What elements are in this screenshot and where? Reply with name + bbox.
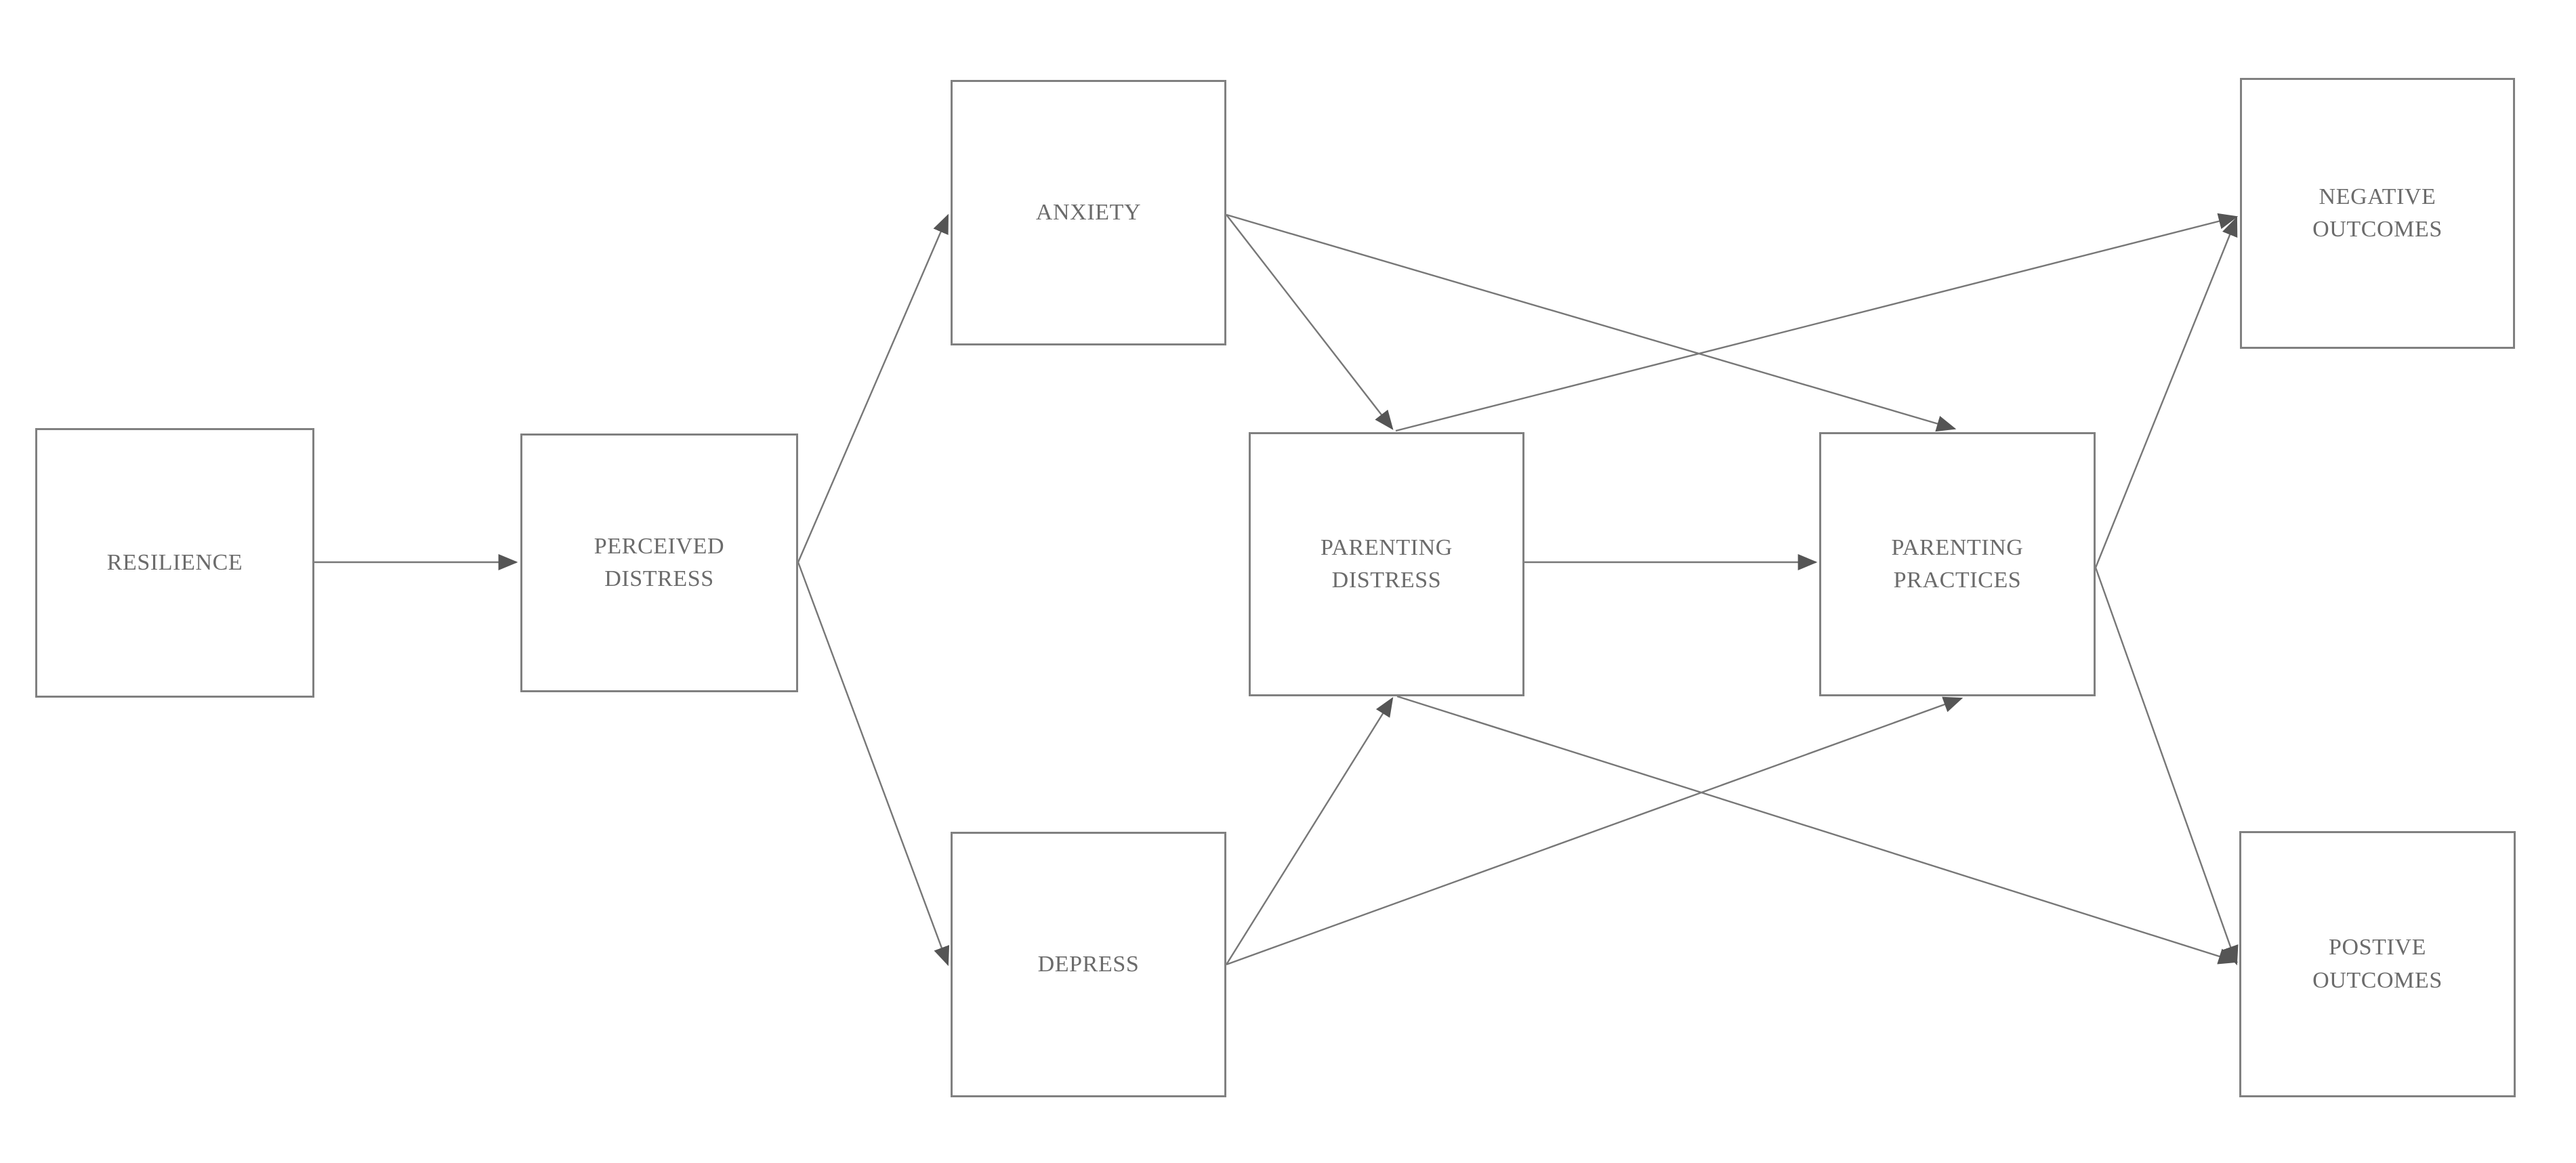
edge-anxiety-to-parenting_distress: [1226, 214, 1394, 430]
node-label-parenting_distress: PARENTING DISTRESS: [1321, 534, 1453, 593]
node-postive_outcomes[interactable]: POSTIVE OUTCOMES: [2239, 831, 2516, 1097]
node-label-anxiety: ANXIETY: [1035, 199, 1142, 225]
node-resilience[interactable]: RESILIENCE: [35, 428, 314, 698]
node-parenting_distress[interactable]: PARENTING DISTRESS: [1249, 432, 1524, 696]
node-anxiety[interactable]: ANXIETY: [951, 80, 1226, 345]
edge-group: [314, 213, 2239, 967]
node-negative_outcomes[interactable]: NEGATIVE OUTCOMES: [2240, 78, 2515, 349]
node-label-postive_outcomes: POSTIVE OUTCOMES: [2312, 935, 2443, 993]
edge-anxiety-to-parenting_practices: [1226, 213, 1957, 432]
edge-depress-to-parenting_practices: [1226, 696, 1964, 966]
edge-depress-to-parenting_distress: [1225, 696, 1394, 965]
node-label-negative_outcomes: NEGATIVE OUTCOMES: [2312, 184, 2443, 242]
edge-parenting_distress-to-postive_outcomes: [1396, 695, 2239, 965]
edge-parenting_distress-to-negative_outcomes: [1395, 213, 2239, 432]
edge-parenting_practices-to-postive_outcomes: [2094, 567, 2239, 966]
edge-parenting_practices-to-negative_outcomes: [2094, 216, 2238, 568]
node-perceived_distress[interactable]: PERCEIVED DISTRESS: [520, 434, 798, 692]
node-label-resilience: RESILIENCE: [106, 549, 243, 575]
node-label-parenting_practices: PARENTING PRACTICES: [1891, 534, 2024, 593]
node-depress[interactable]: DEPRESS: [951, 832, 1226, 1097]
edge-perceived_distress-to-depress: [797, 562, 950, 967]
node-label-perceived_distress: PERCEIVED DISTRESS: [594, 533, 725, 591]
node-label-depress: DEPRESS: [1037, 951, 1140, 977]
node-parenting_practices[interactable]: PARENTING PRACTICES: [1819, 432, 2096, 696]
edge-perceived_distress-to-anxiety: [797, 213, 949, 563]
